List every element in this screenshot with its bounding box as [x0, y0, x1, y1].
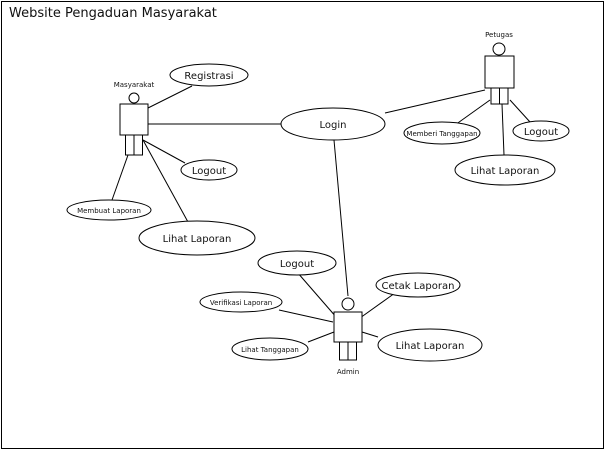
actor-admin: Admin [333, 297, 363, 376]
usecase-cetak-laporan: Cetak Laporan [375, 272, 461, 298]
actor-petugas: Petugas [484, 31, 515, 105]
actor-petugas-head [492, 42, 506, 56]
usecase-memberi-tanggapan-label: Memberi Tanggapan [406, 130, 477, 138]
usecase-lihat-tanggapan-label: Lihat Tanggapan [241, 346, 299, 354]
actor-petugas-label: Petugas [485, 31, 513, 39]
usecase-verifikasi-laporan: Verifikasi Laporan [199, 291, 283, 313]
assoc-admin-login [333, 139, 349, 297]
diagram-title: Website Pengaduan Masyarakat [9, 6, 217, 21]
usecase-logout-admin-label: Logout [280, 259, 314, 270]
assoc-admin-verifikasi-laporan [278, 309, 334, 323]
assoc-masyarakat-registrasi [147, 85, 193, 109]
actor-masyarakat-torso [119, 103, 149, 136]
usecase-lihat-laporan-admin-label: Lihat Laporan [396, 341, 465, 352]
assoc-petugas-login [384, 89, 486, 114]
usecase-lihat-laporan-masyarakat-label: Lihat Laporan [163, 234, 232, 245]
usecase-registrasi-label: Registrasi [184, 71, 233, 82]
assoc-masyarakat-lihat-laporan [142, 139, 189, 223]
assoc-masyarakat-membuat-laporan [111, 154, 129, 201]
actor-admin-head [341, 297, 355, 311]
assoc-masyarakat-logout [142, 139, 186, 164]
usecase-lihat-laporan-admin: Lihat Laporan [377, 328, 483, 362]
usecase-lihat-tanggapan: Lihat Tanggapan [231, 337, 309, 361]
usecase-membuat-laporan: Membuat Laporan [66, 199, 152, 221]
usecase-logout-petugas-label: Logout [524, 127, 558, 138]
usecase-membuat-laporan-label: Membuat Laporan [77, 207, 141, 215]
assoc-admin-lihat-tanggapan [307, 331, 335, 343]
assoc-admin-cetak-laporan [359, 292, 396, 319]
actor-masyarakat: Masyarakat [114, 81, 155, 156]
usecase-logout-masyarakat-label: Logout [192, 166, 226, 177]
associations [111, 85, 531, 343]
usecase-login: Login [280, 107, 386, 141]
usecase-verifikasi-laporan-label: Verifikasi Laporan [210, 299, 272, 307]
assoc-admin-logout [296, 271, 338, 319]
usecase-registrasi: Registrasi [169, 63, 249, 87]
actor-masyarakat-label: Masyarakat [114, 81, 155, 89]
usecase-lihat-laporan-petugas: Lihat Laporan [454, 154, 556, 186]
assoc-petugas-logout [509, 99, 531, 123]
actor-admin-torso [333, 311, 363, 343]
usecase-logout-admin: Logout [257, 250, 337, 276]
usecase-memberi-tanggapan: Memberi Tanggapan [403, 121, 481, 145]
actor-admin-label: Admin [337, 368, 359, 376]
assoc-petugas-memberi-tanggapan [454, 99, 491, 126]
actor-petugas-torso [484, 55, 515, 89]
assoc-admin-lihat-laporan [361, 331, 379, 338]
usecase-lihat-laporan-masyarakat: Lihat Laporan [138, 220, 256, 256]
usecase-cetak-laporan-label: Cetak Laporan [382, 281, 455, 292]
usecase-lihat-laporan-petugas-label: Lihat Laporan [471, 166, 540, 177]
usecase-logout-masyarakat: Logout [180, 159, 238, 181]
usecase-logout-petugas: Logout [512, 120, 570, 142]
assoc-petugas-lihat-laporan [501, 103, 505, 156]
actor-masyarakat-head [128, 92, 140, 104]
usecase-login-label: Login [320, 120, 347, 131]
